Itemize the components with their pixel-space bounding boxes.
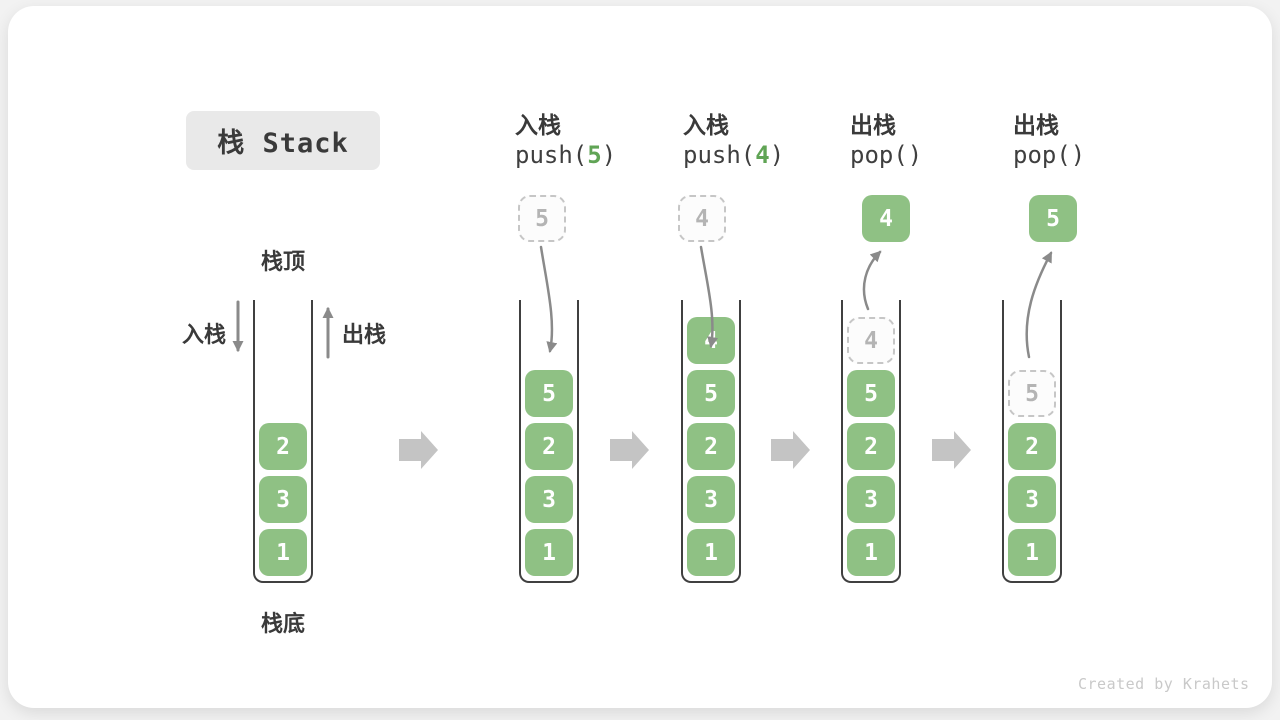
step-push-4-code-pre: push( [683,141,756,169]
stack-cell: 3 [525,476,573,523]
step-push-5-stack-container [519,300,579,583]
step-push-5-code-arg: 5 [587,141,602,169]
stack-cell: 2 [525,423,573,470]
stack-cell: 3 [1008,476,1056,523]
step-push-5-code-post: ) [601,141,617,169]
stack-cell: 1 [525,529,573,576]
title-box: 栈 Stack [186,111,380,170]
stack-cell: 5 [687,370,735,417]
step-pop-4-code-pre: pop( [850,141,908,169]
step-pop-4-code-label: pop() [850,141,922,169]
stack-cell: 2 [1008,423,1056,470]
pop-direction-label: 出栈 [342,323,387,348]
push-direction-label: 入栈 [181,323,226,348]
step-pop-5-stack-container [1002,300,1062,583]
step-pop-4-stack-container [841,300,901,583]
step-pop-5-code-pre: pop( [1013,141,1071,169]
step-push-4-stack-container [681,300,741,583]
credit-text: Created by Krahets [1078,675,1250,693]
stack-cell: 2 [259,423,307,470]
step-push-4-code-arg: 4 [755,141,770,169]
step-push-5-code-label: push(5) [515,141,616,169]
stack-cell: 3 [847,476,895,523]
step-push-5-floating-value: 5 [518,195,566,242]
step-pop-4-code-post: ) [907,141,923,169]
stack-cell: 5 [1008,370,1056,417]
step-pop-4-floating-value: 4 [862,195,910,242]
diagram-title: 栈 Stack [217,128,349,159]
stack-cell: 1 [259,529,307,576]
stack-bottom-label: 栈底 [260,612,305,637]
step-push-5-code-pre: push( [515,141,588,169]
stack-cell: 2 [847,423,895,470]
step-pop-5-code-post: ) [1070,141,1086,169]
base-stack-container [253,300,313,583]
stack-cell: 1 [847,529,895,576]
stack-cell: 5 [847,370,895,417]
stack-cell: 1 [687,529,735,576]
step-pop-4-op-label: 出栈 [850,113,896,139]
stack-cell: 3 [687,476,735,523]
stack-cell: 2 [687,423,735,470]
stack-cell: 5 [525,370,573,417]
step-pop-5-code-label: pop() [1013,141,1085,169]
step-push-4-op-label: 入栈 [683,113,729,139]
stack-cell: 4 [687,317,735,364]
step-pop-5-op-label: 出栈 [1013,113,1059,139]
step-push-4-code-post: ) [769,141,785,169]
step-push-4-code-label: push(4) [683,141,784,169]
stack-cell: 4 [847,317,895,364]
step-push-5-op-label: 入栈 [515,113,561,139]
stack-cell: 1 [1008,529,1056,576]
stack-cell: 3 [259,476,307,523]
stack-top-label: 栈顶 [260,250,305,275]
step-pop-5-floating-value: 5 [1029,195,1077,242]
step-push-4-floating-value: 4 [678,195,726,242]
